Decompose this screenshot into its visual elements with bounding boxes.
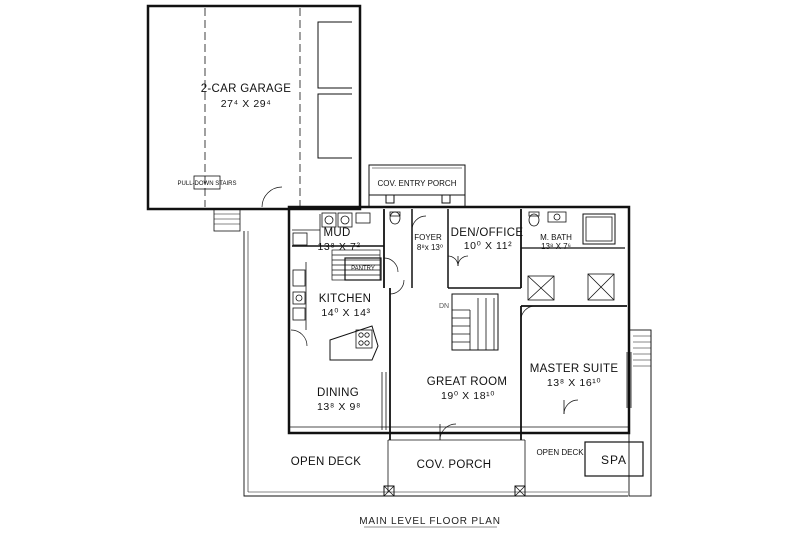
- open-deck-right-label: OPEN DECK: [536, 448, 584, 457]
- mbath-dims: 13⁸ X 7⁶: [541, 242, 571, 251]
- entry-porch: [368, 164, 466, 207]
- mud-fixtures: [292, 211, 401, 246]
- open-deck-left-label: OPEN DECK: [291, 456, 361, 468]
- garage-area: [146, 4, 362, 232]
- cov-porch-label: COV. PORCH: [417, 459, 492, 471]
- dining-dims: 13⁸ X 9⁸: [317, 401, 361, 413]
- den-dims: 10⁰ X 11²: [464, 240, 513, 252]
- master-suite-label: MASTER SUITE: [530, 363, 619, 375]
- garage-label: 2-CAR GARAGE: [201, 83, 292, 95]
- kitchen-dims: 14⁰ X 14³: [321, 307, 370, 319]
- garage-stairs-note: PULL-DOWN STAIRS: [178, 181, 237, 187]
- mud-stairs: [331, 249, 381, 281]
- master-fixtures: [520, 211, 632, 415]
- mbath-label: M. BATH: [540, 233, 572, 242]
- dining-label: DINING: [317, 387, 359, 399]
- plan-title: MAIN LEVEL FLOOR PLAN: [359, 516, 500, 527]
- stair-dn-label: DN: [439, 303, 449, 310]
- foyer-dims: 8⁸x 13⁰: [417, 243, 443, 252]
- pantry-label: PANTRY: [351, 266, 375, 272]
- great-room-dims: 19⁰ X 18¹⁰: [441, 390, 495, 402]
- den-label: DEN/OFFICE: [451, 227, 524, 239]
- deck-outlines: [243, 194, 652, 497]
- master-suite-dims: 13⁸ X 16¹⁰: [547, 377, 601, 389]
- kitchen-fixtures: [290, 262, 387, 430]
- entry-porch-label: COV. ENTRY PORCH: [378, 179, 457, 188]
- great-room-label: GREAT ROOM: [427, 376, 508, 388]
- mud-dims: 13⁸ X 7²: [317, 241, 360, 253]
- garage-dims: 27⁴ X 29⁴: [221, 98, 272, 110]
- mud-label: MUD: [323, 227, 350, 239]
- foyer-label: FOYER: [414, 233, 442, 242]
- central-details: [383, 215, 499, 441]
- house-walls: [287, 205, 631, 440]
- kitchen-label: KITCHEN: [319, 293, 372, 305]
- spa-label: SPA: [601, 453, 627, 467]
